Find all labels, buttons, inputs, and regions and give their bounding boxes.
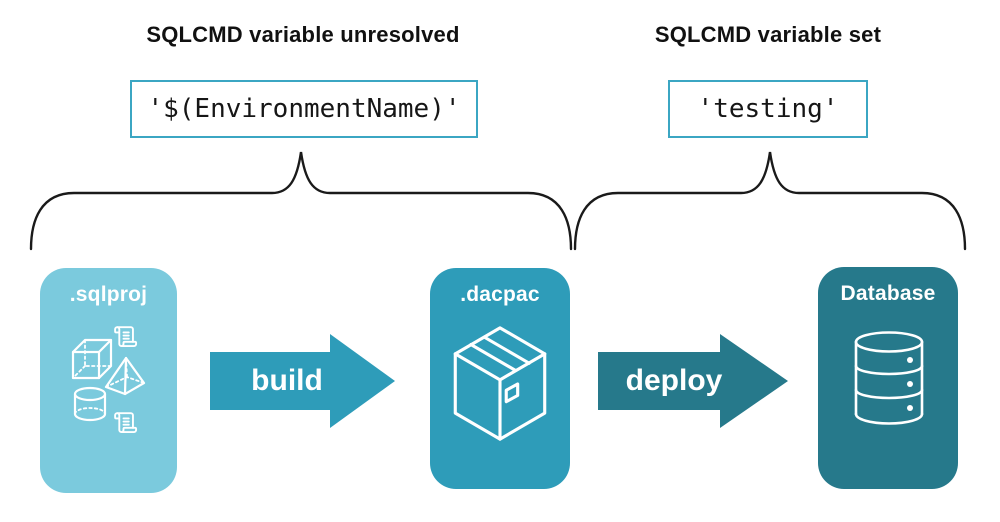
stage-database: Database — [818, 267, 958, 489]
build-arrow-label: build — [251, 364, 323, 397]
pyramid-icon — [104, 356, 146, 396]
stage-dacpac-label: .dacpac — [460, 283, 540, 306]
left-code-value: '$(EnvironmentName)' — [147, 94, 461, 124]
right-brace — [573, 151, 967, 251]
scroll-icon — [114, 412, 138, 433]
stage-database-label: Database — [840, 282, 936, 305]
stage-dacpac: .dacpac — [430, 268, 570, 489]
scroll-icon — [114, 326, 138, 347]
cube-icon — [71, 338, 113, 380]
stage-sqlproj-label: .sqlproj — [69, 283, 148, 306]
deploy-arrow — [598, 334, 788, 428]
left-code-box: '$(EnvironmentName)' — [130, 80, 478, 138]
cylinder-icon — [73, 386, 107, 422]
stage-sqlproj: .sqlproj — [40, 268, 177, 493]
left-annotation-title: SQLCMD variable unresolved — [146, 22, 460, 47]
deploy-arrow-label: deploy — [625, 364, 723, 397]
sql-objects-icon-group — [71, 326, 146, 433]
right-code-value: 'testing' — [697, 94, 839, 124]
build-arrow — [210, 334, 395, 428]
right-code-box: 'testing' — [668, 80, 868, 138]
package-icon — [453, 326, 547, 441]
right-annotation-title: SQLCMD variable set — [654, 22, 882, 47]
left-brace — [29, 151, 573, 251]
database-icon — [854, 331, 924, 425]
